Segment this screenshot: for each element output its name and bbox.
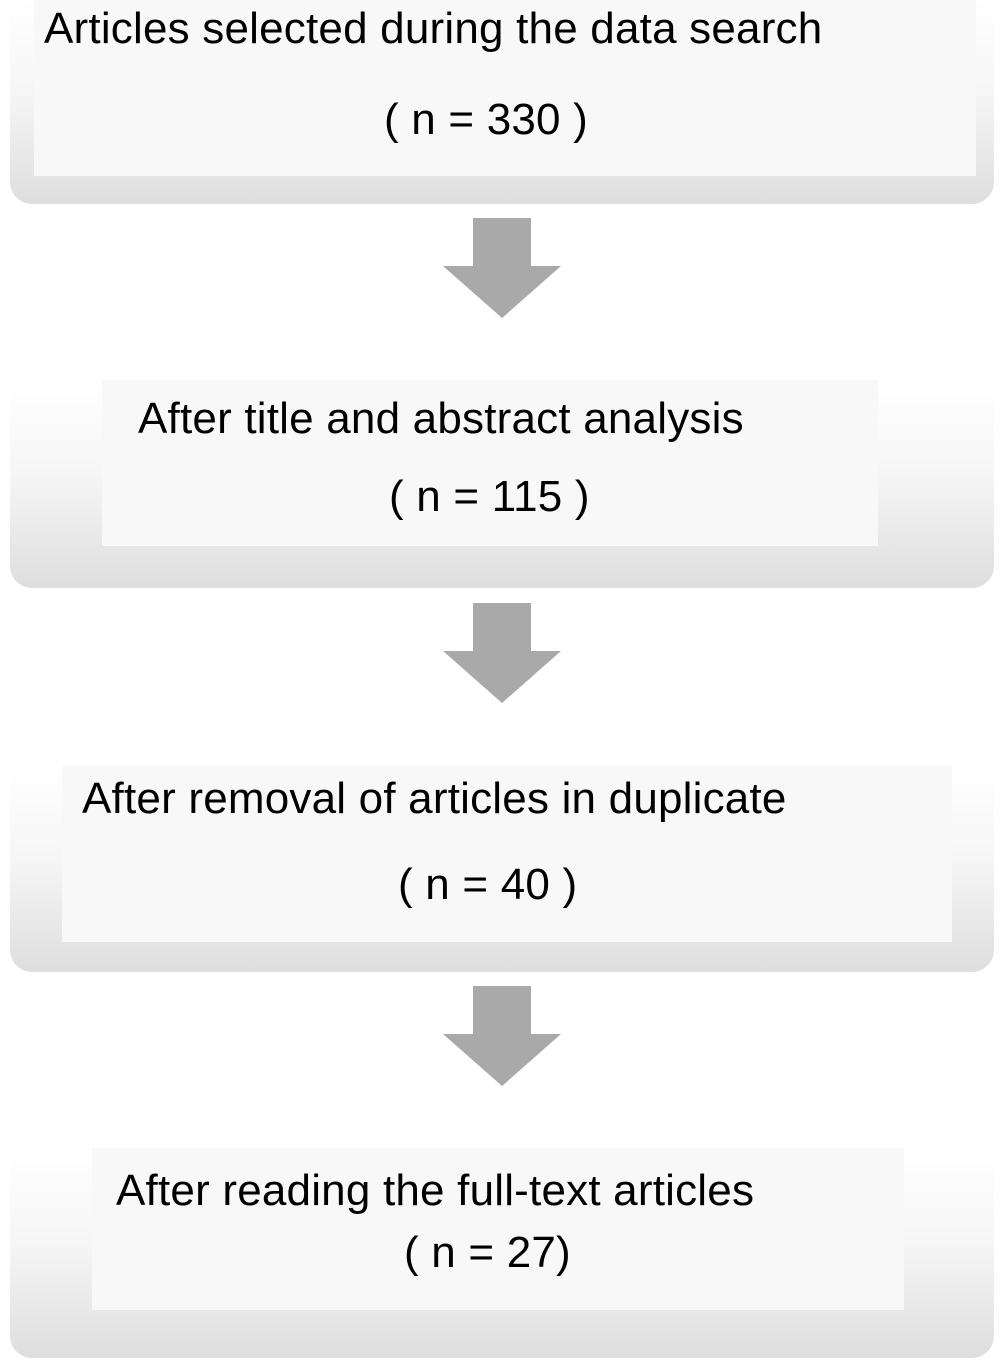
step-panel-3: After removal of articles in duplicate (…: [62, 766, 952, 942]
down-arrow-icon: [443, 218, 561, 318]
down-arrow-icon: [443, 603, 561, 703]
down-arrow-icon: [443, 986, 561, 1086]
step-label-2: After title and abstract analysis: [138, 394, 744, 443]
step-count-1: ( n = 330 ): [384, 95, 588, 144]
step-count-4: ( n = 27): [404, 1228, 571, 1277]
step-label-4: After reading the full-text articles: [116, 1166, 755, 1215]
step-count-2: ( n = 115 ): [389, 472, 590, 521]
step-panel-2: After title and abstract analysis ( n = …: [102, 380, 878, 546]
step-label-3: After removal of articles in duplicate: [82, 774, 787, 823]
step-panel-1: Articles selected during the data search…: [34, 0, 976, 176]
step-count-3: ( n = 40 ): [398, 860, 578, 909]
step-panel-4: After reading the full-text articles ( n…: [92, 1148, 904, 1310]
step-label-1: Articles selected during the data search: [44, 4, 823, 53]
